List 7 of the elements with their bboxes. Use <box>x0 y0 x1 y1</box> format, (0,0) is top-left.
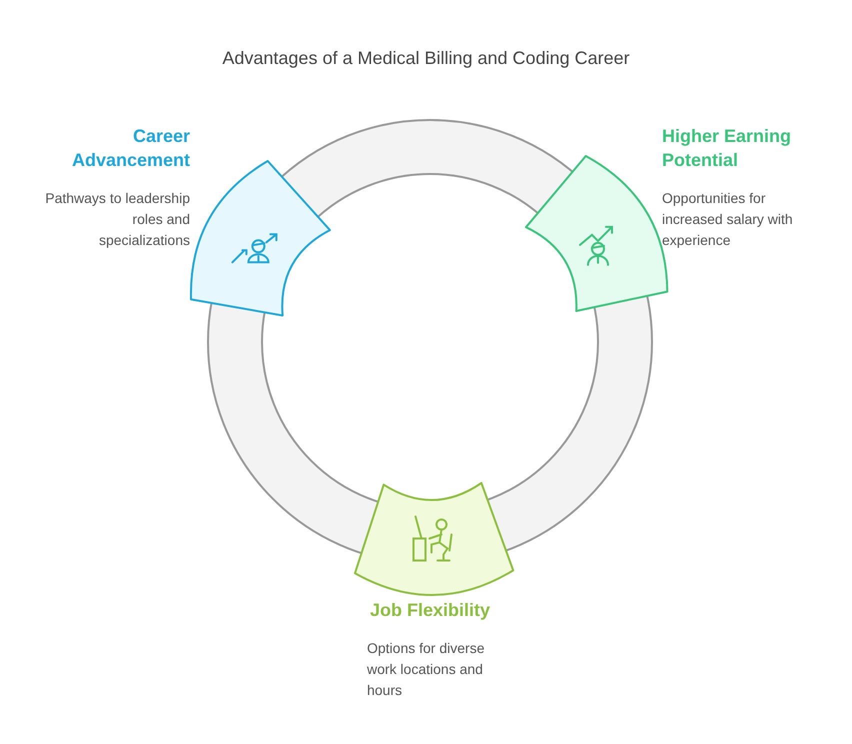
heading: Job Flexibility <box>368 598 492 622</box>
heading: Higher Earning Potential <box>662 125 792 172</box>
heading: Career Advancement <box>70 125 190 172</box>
description: Pathways to leadership roles and specializations <box>44 188 190 250</box>
description: Options for diverse work locations and hours <box>366 638 486 700</box>
description: Opportunities for increased salary with experience <box>662 188 794 250</box>
title: Advantages of a Medical Billing and Coding Career <box>221 48 631 69</box>
